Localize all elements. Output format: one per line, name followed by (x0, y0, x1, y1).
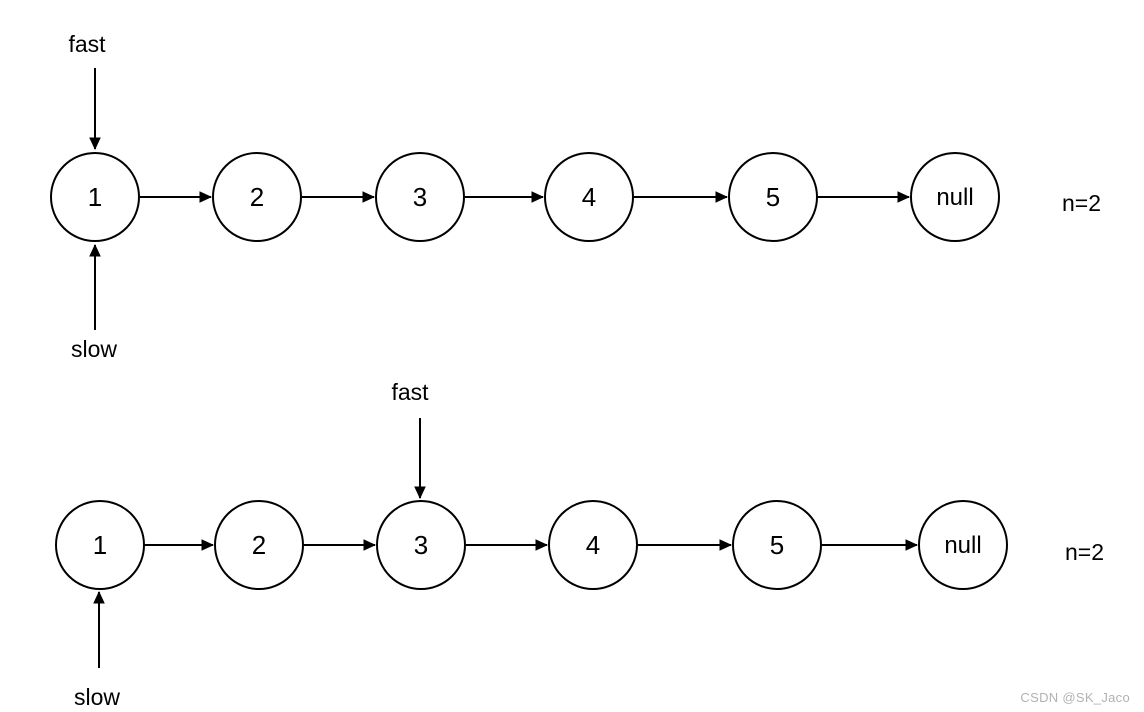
node-label: 2 (252, 530, 266, 560)
list-node: 1 (50, 152, 140, 242)
fast-pointer: fast (391, 379, 429, 499)
diagram-root: 1 2 3 4 5 null fast slow n=2 1 2 3 4 5 null fast slow n=2 (50, 31, 1104, 710)
node-label: null (936, 184, 973, 211)
node-label: null (944, 532, 981, 559)
node-label: 4 (582, 182, 596, 212)
n-annotation: n=2 (1065, 539, 1104, 565)
list-row-2: 1 2 3 4 5 null fast slow n=2 (55, 379, 1104, 710)
node-label: 3 (414, 530, 428, 560)
fast-pointer-label: fast (391, 379, 429, 405)
node-circle (544, 152, 634, 242)
fast-pointer: fast (68, 31, 106, 150)
node-circle (732, 500, 822, 590)
list-row-1: 1 2 3 4 5 null fast slow n=2 (50, 31, 1101, 362)
node-circle (375, 152, 465, 242)
list-node: 2 (214, 500, 304, 590)
node-label: 1 (88, 182, 102, 212)
slow-pointer-label: slow (71, 336, 117, 362)
node-label: 3 (413, 182, 427, 212)
slow-pointer: slow (71, 244, 117, 362)
node-circle (548, 500, 638, 590)
list-node: 2 (212, 152, 302, 242)
list-node: 5 (728, 152, 818, 242)
list-node: 4 (548, 500, 638, 590)
list-node: null (910, 152, 1000, 242)
node-circle (376, 500, 466, 590)
list-node: 3 (376, 500, 466, 590)
n-annotation: n=2 (1062, 190, 1101, 216)
node-circle (50, 152, 140, 242)
list-node: null (918, 500, 1008, 590)
node-label: 1 (93, 530, 107, 560)
node-label: 4 (586, 530, 600, 560)
list-node: 4 (544, 152, 634, 242)
list-node: 3 (375, 152, 465, 242)
node-circle (728, 152, 818, 242)
node-circle (910, 152, 1000, 242)
list-node: 5 (732, 500, 822, 590)
slow-pointer-label: slow (74, 684, 120, 710)
node-label: 2 (250, 182, 264, 212)
watermark: CSDN @SK_Jaco (1020, 690, 1130, 705)
node-circle (212, 152, 302, 242)
node-label: 5 (766, 182, 780, 212)
node-label: 5 (770, 530, 784, 560)
fast-pointer-label: fast (68, 31, 106, 57)
node-circle (918, 500, 1008, 590)
node-circle (214, 500, 304, 590)
list-node: 1 (55, 500, 145, 590)
node-circle (55, 500, 145, 590)
slow-pointer: slow (74, 591, 120, 710)
